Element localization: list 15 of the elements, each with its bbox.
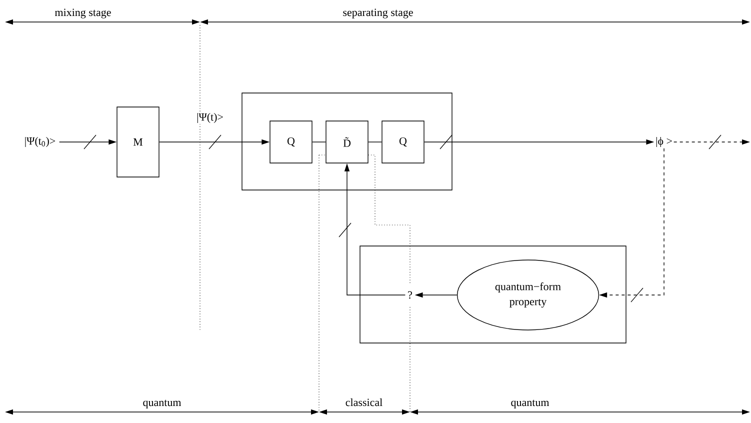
group-box [360,246,626,344]
stage-label: mixing stage [54,8,111,18]
state-text: |Ψ(t$_{0}$)> [25,137,56,147]
question-text: ? [406,289,414,301]
stage-label: classical [346,398,382,406]
process-box: Q [382,120,424,164]
process-box: Q [270,120,312,164]
process-box: D̃ [326,120,368,164]
state-text: |ϕ > [656,137,672,147]
stage-label: quantum [511,400,550,408]
stage-label: quantum [143,400,182,408]
process-box: M [116,106,160,178]
group-box [242,92,452,190]
edge-label: |Ψ(t)> [196,112,224,124]
stage-label: separating stage [343,8,413,18]
